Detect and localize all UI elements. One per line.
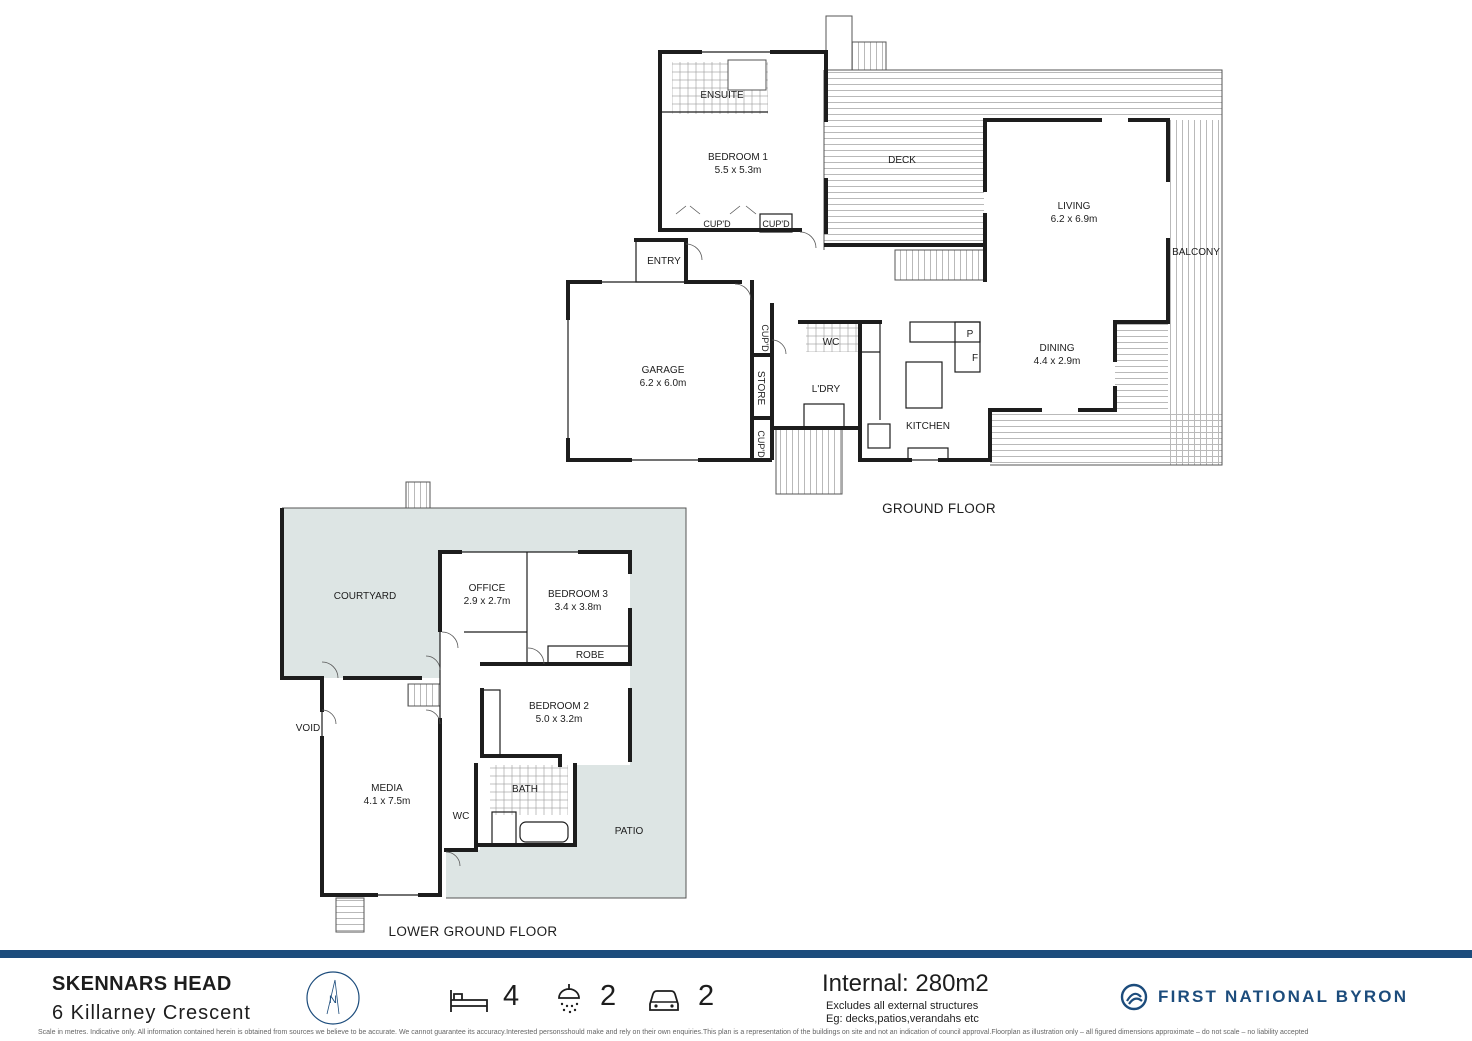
footer: SKENNARS HEAD 6 Killarney Crescent N 4 2…: [0, 950, 1472, 1041]
room-label-void: VOID: [296, 723, 320, 734]
room-label-laundry: L'DRY: [812, 384, 841, 395]
room-dim-dining: 4.4 x 2.9m: [1034, 356, 1081, 367]
floor-plan: ENSUITE BEDROOM 1 5.5 x 5.3m CUP'D CUP'D…: [280, 15, 1223, 939]
lower-thin-walls: [321, 551, 631, 896]
bathroom-count: 2: [600, 980, 617, 1012]
area-exclusion-examples: Eg: decks,patios,verandahs etc: [826, 1013, 979, 1025]
room-dim-bedroom-1: 5.5 x 5.3m: [715, 165, 762, 176]
lower-ground-floor: COURTYARD OFFICE 2.9 x 2.7m BEDROOM 3 3.…: [280, 481, 687, 939]
area-exclusion-note: Excludes all external structures: [826, 1000, 979, 1012]
deck-strip: [984, 70, 1222, 120]
courtyard-area: [282, 508, 440, 678]
chimney: [825, 15, 853, 71]
inner-stairs: [407, 683, 441, 707]
room-label-courtyard: COURTYARD: [334, 591, 396, 602]
deck-stairs: [894, 249, 986, 281]
ground-floor-title: GROUND FLOOR: [882, 501, 996, 516]
ground-floor: ENSUITE BEDROOM 1 5.5 x 5.3m CUP'D CUP'D…: [490, 15, 1223, 815]
room-label-balcony: BALCONY: [1172, 247, 1220, 258]
car-count: 2: [698, 980, 715, 1012]
footer-accent-bar: [0, 950, 1472, 958]
entry-stairs: [775, 427, 843, 495]
balcony-area: [1168, 120, 1222, 465]
wc-tiles: [806, 322, 862, 352]
room-dim-living: 6.2 x 6.9m: [1051, 214, 1098, 225]
room-label-robe: ROBE: [576, 650, 605, 661]
street-address: 6 Killarney Crescent: [52, 1002, 251, 1024]
room-label-pantry: P: [967, 329, 974, 340]
bath-tiles: [490, 765, 568, 815]
patio-outline: [282, 507, 687, 899]
bedroom-count: 4: [503, 980, 520, 1012]
room-label-cupd-3: CUP'D: [760, 324, 770, 352]
room-label-garage: GARAGE: [642, 365, 685, 376]
room-label-office: OFFICE: [469, 583, 506, 594]
room-label-cupd-4: CUP'D: [756, 430, 766, 458]
room-label-wc-ground: WC: [823, 337, 840, 348]
room-label-kitchen: KITCHEN: [906, 421, 950, 432]
deck-area: [824, 70, 984, 250]
room-dim-bedroom-2: 5.0 x 3.2m: [536, 714, 583, 725]
room-label-bath: BATH: [512, 784, 538, 795]
bed-icon: [450, 990, 488, 1012]
room-label-wc-lower: WC: [453, 811, 470, 822]
courtyard-stairs: [405, 481, 431, 509]
lower-ground-floor-title: LOWER GROUND FLOOR: [389, 924, 558, 939]
ensuite-shower: [727, 59, 767, 91]
car-icon: [649, 990, 679, 1011]
room-label-deck: DECK: [888, 155, 916, 166]
door-swings: [675, 205, 817, 355]
stair-top: [851, 41, 887, 71]
room-label-bedroom-2: BEDROOM 2: [529, 701, 589, 712]
disclaimer: Scale in metres. Indicative only. All in…: [38, 1029, 1309, 1036]
lower-door-swings: [321, 631, 545, 867]
front-deck: [990, 410, 1222, 465]
compass-letter: N: [329, 994, 337, 1006]
ground-thin-walls: [567, 51, 981, 461]
room-dim-media: 4.1 x 7.5m: [364, 796, 411, 807]
room-dim-office: 2.9 x 2.7m: [464, 596, 511, 607]
room-label-entry: ENTRY: [647, 256, 681, 267]
patio-area: [440, 508, 686, 898]
balcony-lower: [1115, 322, 1168, 410]
brand-logo-icon: [1120, 983, 1148, 1011]
room-label-media: MEDIA: [371, 783, 403, 794]
room-label-ensuite: ENSUITE: [700, 90, 744, 101]
room-label-bedroom-1: BEDROOM 1: [708, 152, 768, 163]
room-dim-bedroom-3: 3.4 x 3.8m: [555, 602, 602, 613]
suburb-name: SKENNARS HEAD: [52, 973, 232, 995]
compass-icon: N: [306, 971, 360, 1025]
room-label-fridge: F: [972, 353, 978, 364]
room-label-dining: DINING: [1040, 343, 1075, 354]
room-label-cupd-1: CUP'D: [703, 219, 731, 229]
internal-area: Internal: 280m2: [822, 970, 989, 997]
room-label-store: STORE: [755, 371, 766, 406]
room-dim-garage: 6.2 x 6.0m: [640, 378, 687, 389]
room-label-living: LIVING: [1058, 201, 1091, 212]
media-stairs: [335, 897, 365, 933]
deck-outline: [824, 69, 1223, 466]
brand-name: FIRST NATIONAL BYRON: [1158, 987, 1409, 1006]
room-label-bedroom-3: BEDROOM 3: [548, 589, 608, 600]
shower-icon: [558, 984, 580, 1014]
room-label-cupd-2: CUP'D: [762, 219, 790, 229]
room-label-patio: PATIO: [615, 826, 644, 837]
